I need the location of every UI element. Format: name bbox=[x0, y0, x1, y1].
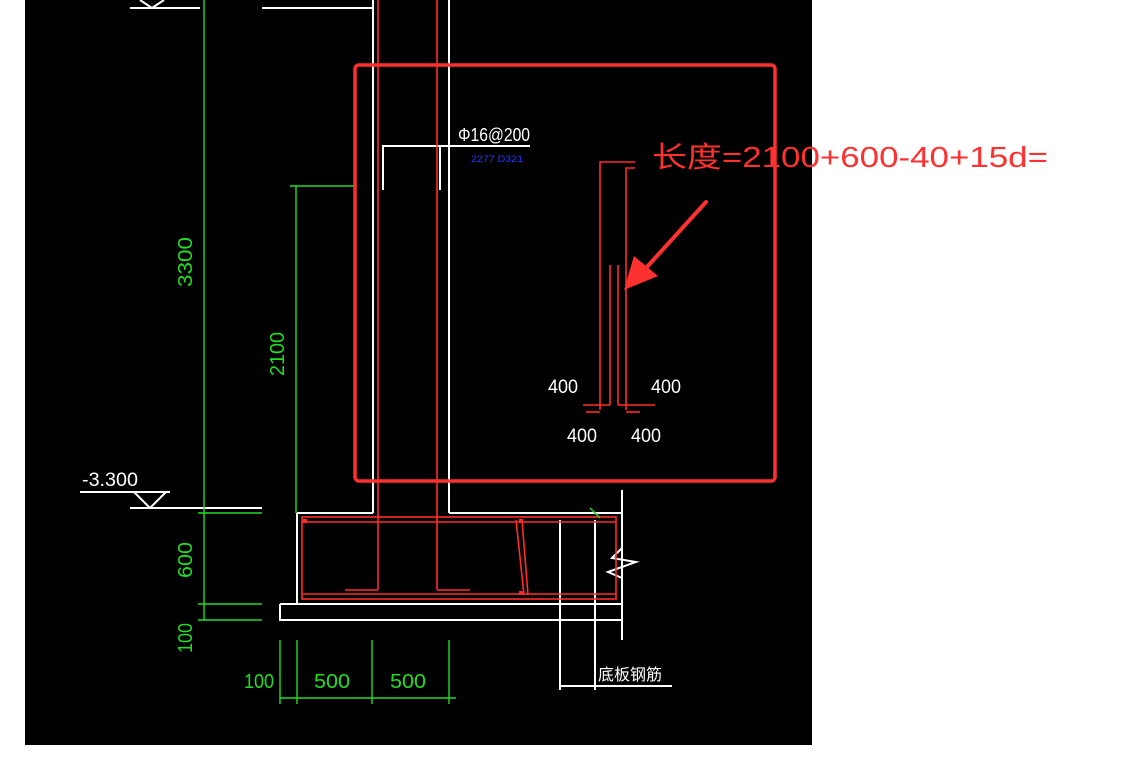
bottom-rebar-label: 底板钢筋 bbox=[598, 666, 662, 684]
white-text-group: -3.300 Φ16@200 400 400 400 400 底板钢筋 bbox=[82, 125, 681, 684]
dim-total-height: 3300 bbox=[175, 237, 197, 287]
dimension-text-group: 3300 2100 600 100 100 500 500 bbox=[175, 237, 426, 693]
dim-cushion: 100 bbox=[175, 623, 197, 653]
dim-wall-height: 2100 bbox=[267, 332, 289, 376]
rebar-spec-label: Φ16@200 bbox=[458, 125, 530, 145]
arrow-pointer-icon bbox=[624, 200, 708, 290]
dim-bottom-offset: 100 bbox=[244, 671, 274, 693]
anchor-top-right-label: 400 bbox=[651, 377, 681, 398]
dimension-lines bbox=[198, 0, 601, 704]
rebar-dots bbox=[303, 519, 523, 595]
rebar-lines bbox=[301, 0, 655, 600]
formula-annotation: 长度=2100+600-40+15d= bbox=[652, 141, 1048, 174]
dim-span-right: 500 bbox=[390, 671, 426, 693]
drawing-background bbox=[25, 0, 812, 745]
anchor-bottom-right-label: 400 bbox=[631, 426, 661, 447]
anchor-bottom-left-label: 400 bbox=[567, 426, 597, 447]
dim-span-left: 500 bbox=[314, 671, 350, 693]
anchor-top-left-label: 400 bbox=[548, 377, 578, 398]
rebar-spec-sublabel: 2277 D321 bbox=[471, 154, 523, 164]
elevation-label: -3.300 bbox=[82, 470, 138, 491]
highlight-box bbox=[353, 63, 777, 483]
dim-base-thickness: 600 bbox=[175, 542, 197, 578]
